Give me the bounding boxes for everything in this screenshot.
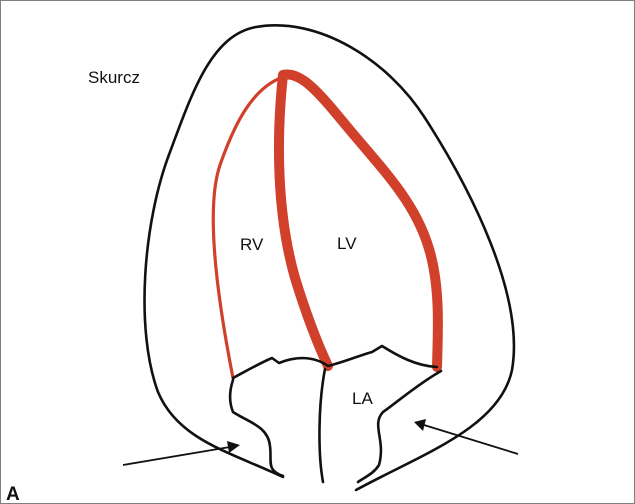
outer-heart-outline <box>145 25 514 490</box>
right-atrium-outline <box>230 380 283 476</box>
panel-label: A <box>6 484 20 504</box>
atrial-septum-line <box>319 369 325 482</box>
valve-plane <box>233 346 437 378</box>
interventricular-septum <box>279 75 328 366</box>
phase-label: Skurcz <box>88 68 140 87</box>
left-ventricle-label: LV <box>337 234 357 253</box>
right-ventricle-free-wall <box>213 77 283 378</box>
left-atrium-label: LA <box>352 389 373 408</box>
inflow-arrow-right <box>414 419 518 454</box>
right-ventricle-label: RV <box>240 235 264 254</box>
inflow-arrow-left <box>123 441 240 465</box>
